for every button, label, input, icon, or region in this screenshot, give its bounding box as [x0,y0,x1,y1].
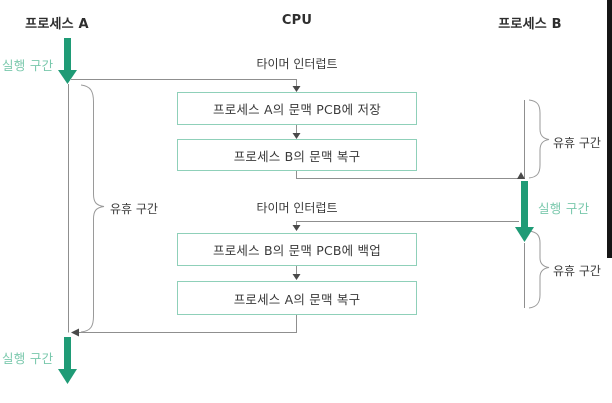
label-run-interval-b: 실행 구간 [538,201,590,216]
brace-idle-a [80,84,105,333]
label-run-interval-a-top: 실행 구간 [2,58,54,73]
label-run-interval-a-bottom: 실행 구간 [2,351,54,366]
step-box-restore-b-context: 프로세스 B의 문맥 복구 [177,139,417,171]
label-timer-interrupt-2: 타이머 인터럽트 [256,201,338,215]
arrowhead-into-box2 [292,133,301,139]
column-header-cpu: CPU [281,13,313,28]
column-header-process-b: 프로세스 B [498,17,562,32]
execution-arrows [58,38,534,384]
brace-idle-b-top [528,99,550,179]
step-box-restore-a-context: 프로세스 A의 문맥 복구 [177,281,417,315]
arrowhead-into-timeline-a [71,328,79,337]
execution-arrow-a-top-head [58,70,77,84]
interval-braces [80,84,550,333]
brace-idle-b-bottom [528,230,550,309]
column-header-process-a: 프로세스 A [25,17,89,32]
scan-edge-artifact [607,0,612,258]
execution-arrow-a-bottom-shaft [64,337,71,370]
connector-lines [68,79,525,333]
execution-arrow-a-top-shaft [64,38,71,71]
label-idle-interval-b-bottom: 유휴 구간 [553,264,601,278]
label-idle-interval-b-top: 유휴 구간 [553,136,601,150]
flow-arrowheads [71,86,525,337]
arrowhead-into-box1 [292,86,301,92]
label-timer-interrupt-1: 타이머 인터럽트 [256,57,338,71]
execution-arrow-b-head [515,227,534,242]
execution-arrow-a-bottom-head [58,369,77,384]
label-idle-interval-a: 유휴 구간 [110,202,158,216]
arrowhead-into-box3 [292,225,301,231]
execution-arrow-b-shaft [521,181,528,228]
arrowhead-into-box4 [292,274,301,280]
step-box-save-a-context: 프로세스 A의 문맥 PCB에 저장 [177,92,417,125]
step-box-backup-b-context: 프로세스 B의 문맥 PCB에 백업 [177,233,417,266]
arrowhead-into-timeline-b [517,172,525,179]
